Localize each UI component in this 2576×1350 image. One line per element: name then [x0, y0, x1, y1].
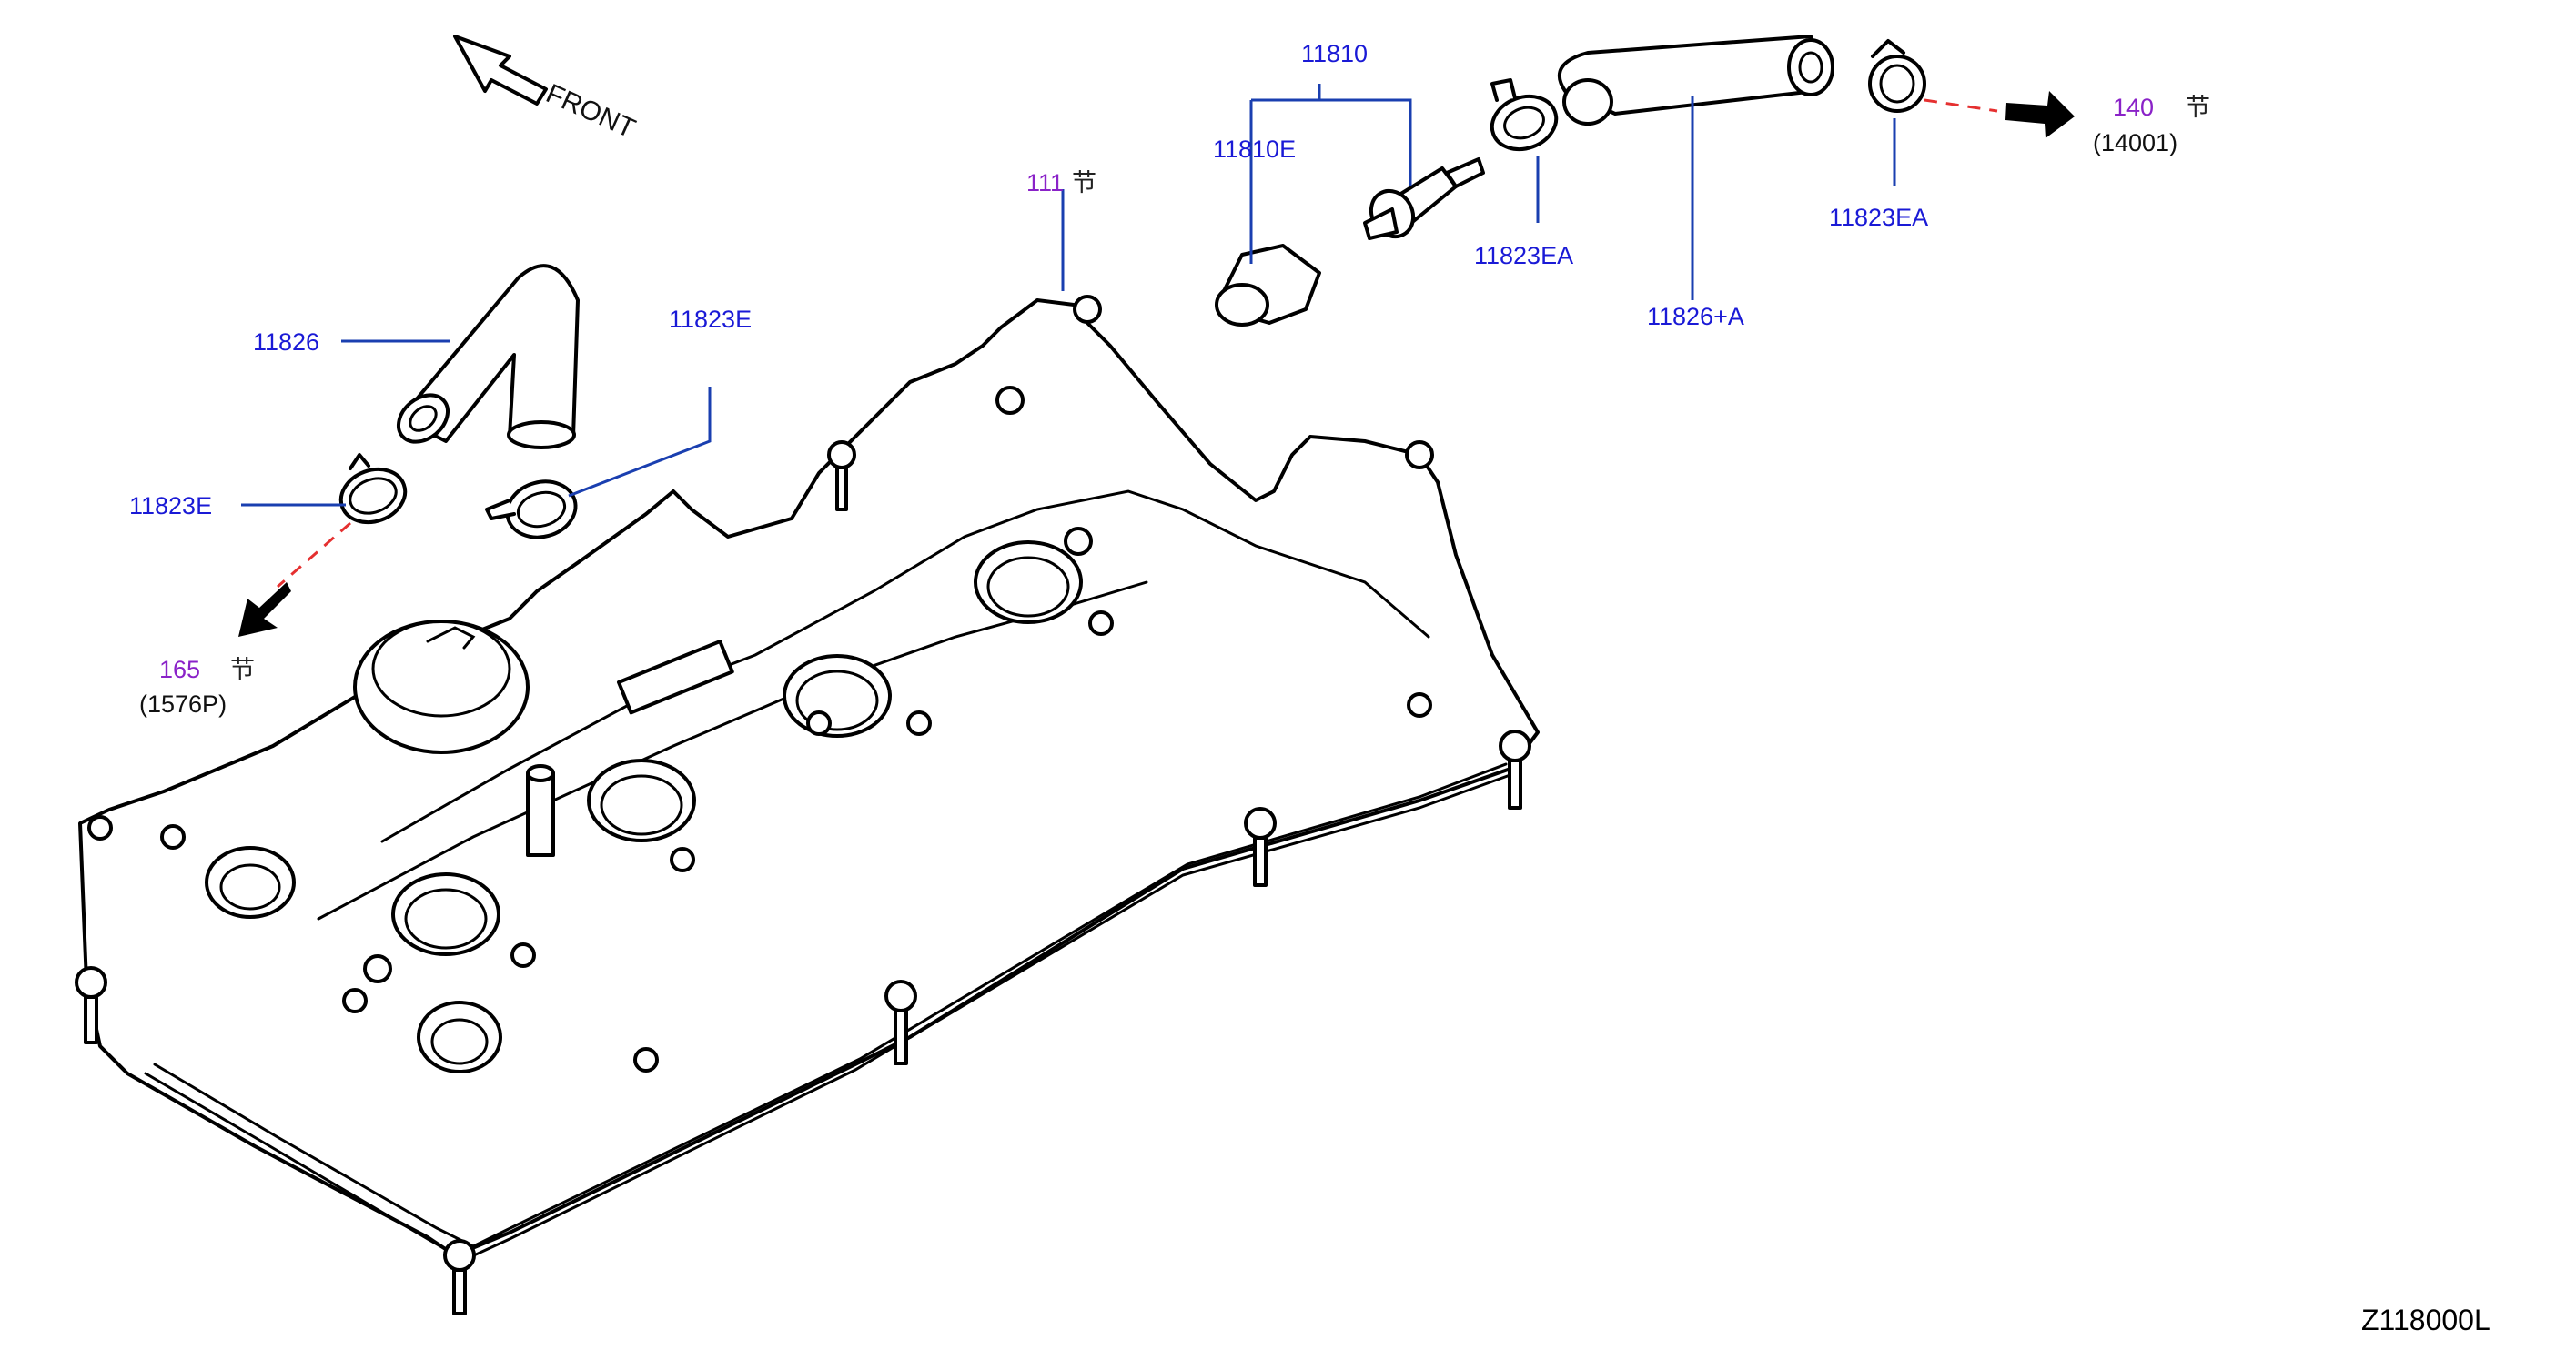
hose-11826A: [1557, 35, 1834, 126]
diagram-code: Z118000L: [2361, 1304, 2490, 1336]
front-label: FRONT: [541, 78, 640, 144]
mounting-bolts: [75, 295, 1531, 1315]
label-11810: 11810: [1301, 40, 1368, 67]
arrow-down-left-icon: [238, 582, 291, 637]
front-indicator: FRONT: [453, 35, 640, 144]
cover-label-plate: [617, 640, 734, 715]
section-ref-right: 140 节 (14001): [2093, 94, 2210, 156]
dashed-link-left: [277, 521, 351, 589]
section-glyph-111: 节: [1072, 169, 1096, 197]
section-ref-cover: 111 节: [1026, 169, 1096, 197]
section-ref-left: 165 节 (1576P): [139, 656, 255, 718]
label-11823E-upper: 11823E: [669, 306, 752, 333]
clamp-11823EA-right: [1868, 39, 1926, 113]
cover-gasket-edge-inner: [153, 762, 1508, 1248]
clamp-11823EA-left: [1490, 78, 1559, 152]
arrow-right-icon: [2005, 91, 2075, 138]
clamp-11823E-upper: [485, 479, 578, 539]
cover-spine: [380, 489, 1430, 843]
label-11826A: 11826+A: [1647, 303, 1744, 330]
dashed-link-right: [1924, 98, 1998, 113]
section-number-140: 140: [2113, 94, 2154, 121]
section-sub-14001: (14001): [2093, 129, 2177, 156]
hose-11826: [397, 264, 580, 449]
rocker-cover-body: [78, 298, 1540, 1257]
section-glyph-140: 节: [2186, 94, 2210, 122]
label-11823E-lower: 11823E: [129, 492, 212, 519]
section-number-165: 165: [159, 656, 200, 683]
clamp-11823E-lower: [338, 453, 408, 525]
section-number-111: 111: [1026, 169, 1064, 196]
leader-lines: [241, 84, 1896, 507]
cover-gasket-edge: [144, 771, 1517, 1262]
breather-pipe: [526, 764, 555, 857]
oil-filler-cap: [353, 620, 530, 754]
label-11823EA-right: 11823EA: [1829, 204, 1928, 231]
front-arrow-icon: [453, 35, 548, 106]
label-11810E: 11810E: [1213, 136, 1296, 163]
label-11823EA-left: 11823EA: [1474, 242, 1573, 269]
pcv-valve-11810: [1363, 157, 1485, 240]
label-11826: 11826: [253, 328, 319, 356]
section-glyph-165: 节: [230, 656, 255, 684]
grommet-11810E: [1215, 244, 1321, 327]
rocker-cover: [75, 295, 1540, 1315]
section-sub-1576P: (1576P): [139, 690, 227, 718]
